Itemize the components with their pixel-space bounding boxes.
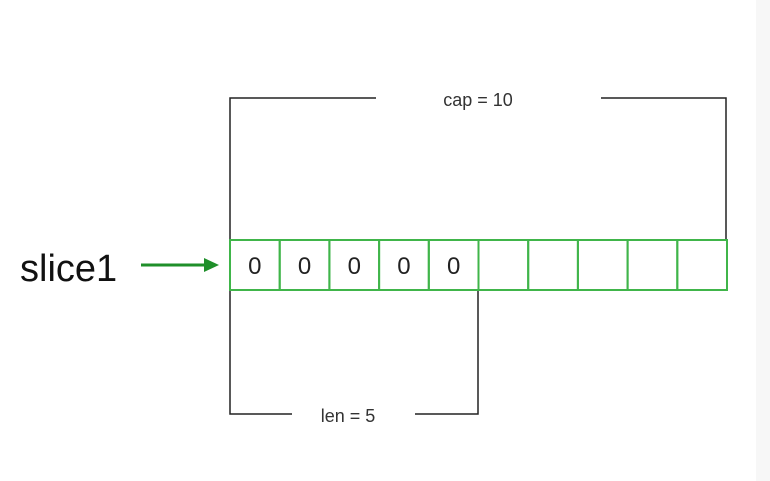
array-cell [477, 239, 530, 291]
cap-bracket-right-line [601, 97, 727, 239]
len-bracket-right-line [415, 290, 479, 415]
len-bracket [229, 290, 479, 415]
array-cell-value: 0 [348, 253, 361, 280]
len-label: len = 5 [321, 406, 376, 426]
array-cell [626, 239, 679, 291]
array-cell [676, 239, 728, 291]
slice-name-label: slice1 [20, 248, 117, 290]
array-cells: 0 0 0 0 0 [229, 239, 728, 291]
right-edge-strip [756, 0, 770, 481]
cap-label: cap = 10 [443, 90, 513, 110]
cap-bracket-left-line [229, 97, 376, 239]
len-bracket-left-line [229, 290, 292, 415]
array-cell [576, 239, 629, 291]
array-cell-value: 0 [298, 253, 311, 280]
cap-bracket [229, 97, 727, 239]
array-cell-value: 0 [248, 253, 261, 280]
right-arrow-icon [141, 258, 219, 272]
array-cell-value: 0 [397, 253, 410, 280]
array-cell-value: 0 [447, 253, 460, 280]
array-cell [527, 239, 579, 291]
